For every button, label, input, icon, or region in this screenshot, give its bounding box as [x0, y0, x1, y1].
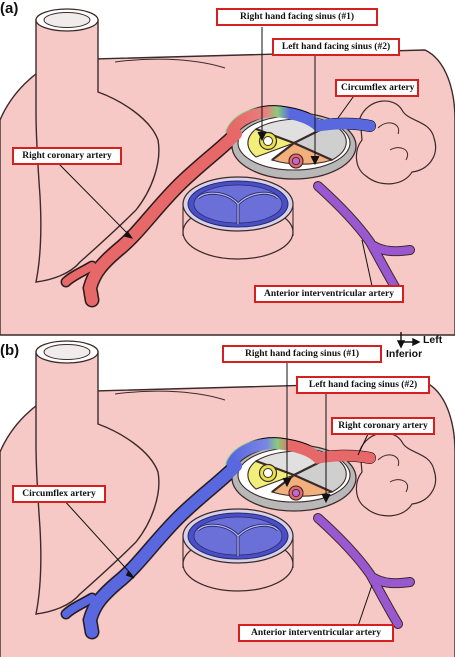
panel-b-circumflex-label: Circumflex artery: [12, 485, 106, 503]
orientation-left-label: Left: [423, 334, 443, 346]
orientation-arrows-icon: [396, 332, 421, 349]
orientation-inferior-label: Inferior: [386, 348, 423, 360]
panel-a-right-sinus-label: Right hand facing sinus (#1): [216, 8, 378, 26]
panel-b-right-coronary-label: Right coronary artery: [331, 417, 435, 435]
panel-a-artery-colors: [62, 106, 376, 306]
panel-b-right-sinus-label: Right hand facing sinus (#1): [222, 345, 382, 363]
panel-b-artery-colors: [62, 438, 376, 638]
panel-a-anterior-interventricular-label: Anterior interventricular artery: [254, 285, 404, 303]
panel-b-left-sinus-label: Left hand facing sinus (#2): [296, 376, 430, 394]
panel-a-right-coronary-label: Right coronary artery: [12, 147, 122, 165]
panel-a-letter: (a): [0, 0, 19, 17]
panel-a-circumflex-label: Circumflex artery: [335, 79, 419, 97]
panel-b-letter: (b): [0, 342, 20, 359]
panel-a-leader-lines: [57, 27, 373, 287]
panel-b-leader-lines: [61, 362, 373, 627]
panel-a-left-sinus-label: Left hand facing sinus (#2): [272, 38, 400, 56]
panel-b-anterior-interventricular-label: Anterior interventricular artery: [238, 624, 394, 642]
